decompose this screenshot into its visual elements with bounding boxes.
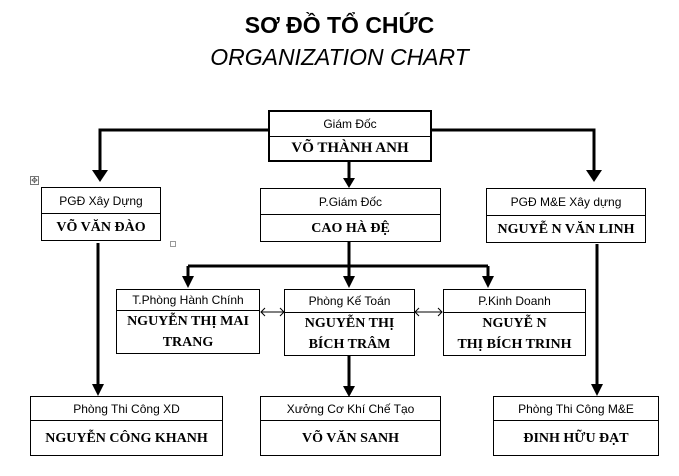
arrow-head-sales [482, 276, 494, 288]
box-construction-xd: Phòng Thi Công XD NGUYỄN CÔNG KHANH [30, 396, 223, 456]
box-director: Giám Đốc VÕ THÀNH ANH [268, 110, 432, 162]
arrow-head-workshop [343, 386, 355, 397]
name-admin: NGUYỄN THỊ MAI TRANG [127, 314, 249, 350]
arrow-head-right [586, 170, 602, 182]
name-construction-me: ĐINH HỮU ĐẠT [523, 430, 629, 446]
box-sales: P.Kinh Doanh NGUYỄ N THỊ BÍCH TRINH [443, 289, 586, 356]
arrow-head-admin [182, 276, 194, 288]
move-handle-icon[interactable]: ✥ [30, 176, 39, 185]
role-director: Giám Đốc [270, 112, 430, 137]
chart-title: SƠ ĐỒ TỔ CHỨC [244, 12, 435, 38]
role-construction-me: Phòng Thi Công M&E [494, 397, 658, 421]
box-vice-director: P.Giám Đốc CAO HÀ ĐỆ [260, 188, 441, 242]
role-vice-me: PGĐ M&E Xây dựng [487, 189, 645, 216]
box-accounting: Phòng Kế Toán NGUYỄN THỊ BÍCH TRÂM [284, 289, 415, 356]
role-vice-construction: PGĐ Xây Dựng [42, 188, 160, 214]
role-construction-xd: Phòng Thi Công XD [31, 397, 222, 421]
name-construction-xd: NGUYỄN CÔNG KHANH [45, 430, 208, 446]
name-vice-me: NGUYỄ N VĂN LINH [497, 221, 635, 237]
name-vice-director: CAO HÀ ĐỆ [311, 220, 390, 236]
box-vice-construction: PGĐ Xây Dựng VÕ VĂN ĐÀO [41, 187, 161, 241]
name-sales: NGUYỄ N THỊ BÍCH TRINH [457, 316, 572, 352]
arrow-head-left [92, 170, 108, 182]
name-director: VÕ THÀNH ANH [291, 140, 409, 156]
box-admin: T.Phòng Hành Chính NGUYỄN THỊ MAI TRANG [116, 289, 260, 354]
arrow-head-construction-xd [92, 384, 104, 396]
name-accounting: NGUYỄN THỊ BÍCH TRÂM [304, 316, 395, 352]
line-director-left [98, 128, 268, 175]
chart-subtitle: ORGANIZATION CHART [210, 44, 469, 70]
role-sales: P.Kinh Doanh [444, 290, 585, 313]
arrow-head-center [343, 178, 355, 188]
role-admin: T.Phòng Hành Chính [117, 290, 259, 311]
role-workshop: Xưởng Cơ Khí Chế Tạo [261, 397, 440, 421]
role-accounting: Phòng Kế Toán [285, 290, 414, 313]
role-vice-director: P.Giám Đốc [261, 189, 440, 215]
name-vice-construction: VÕ VĂN ĐÀO [56, 219, 146, 235]
line-director-right [432, 128, 596, 175]
arrow-head-construction-me [591, 384, 603, 396]
arrow-head-accounting [343, 276, 355, 288]
name-workshop: VÕ VĂN SANH [302, 430, 399, 446]
box-vice-me: PGĐ M&E Xây dựng NGUYỄ N VĂN LINH [486, 188, 646, 243]
box-workshop: Xưởng Cơ Khí Chế Tạo VÕ VĂN SANH [260, 396, 441, 456]
box-construction-me: Phòng Thi Công M&E ĐINH HỮU ĐẠT [493, 396, 659, 456]
resize-handle[interactable] [170, 241, 176, 247]
